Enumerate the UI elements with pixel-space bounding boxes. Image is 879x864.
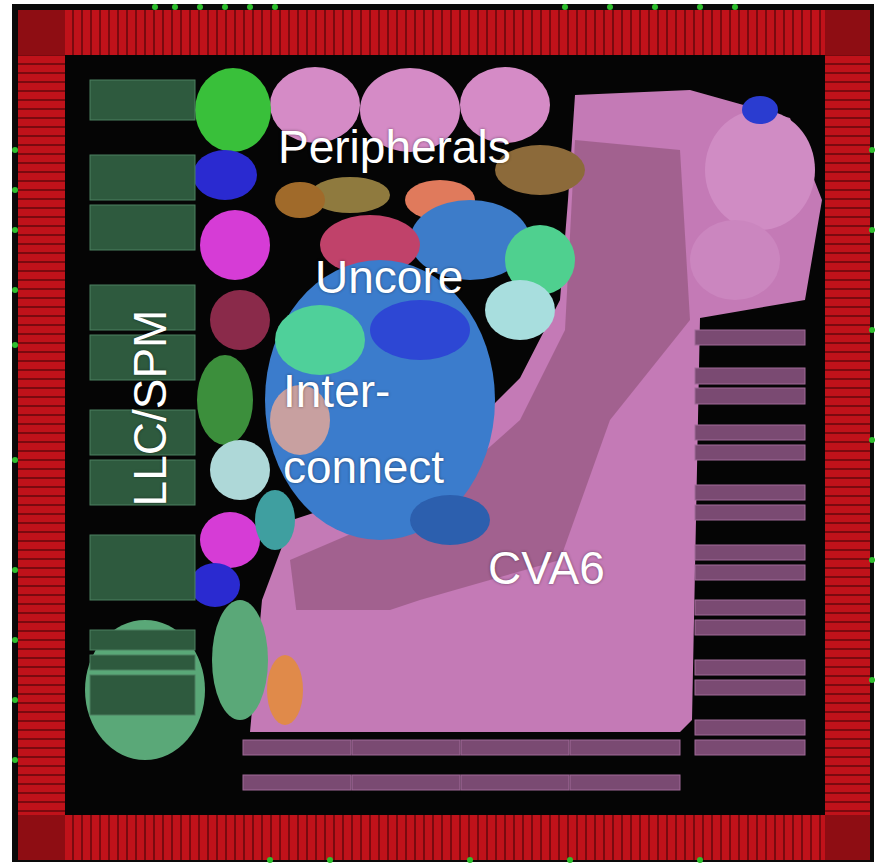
region-label: LLC/SPM <box>127 310 173 507</box>
region-label: Inter- connect <box>283 353 498 505</box>
region-label: Peripherals <box>278 124 511 170</box>
region-label: Uncore <box>315 254 463 300</box>
region-label: CVA6 <box>488 545 605 591</box>
